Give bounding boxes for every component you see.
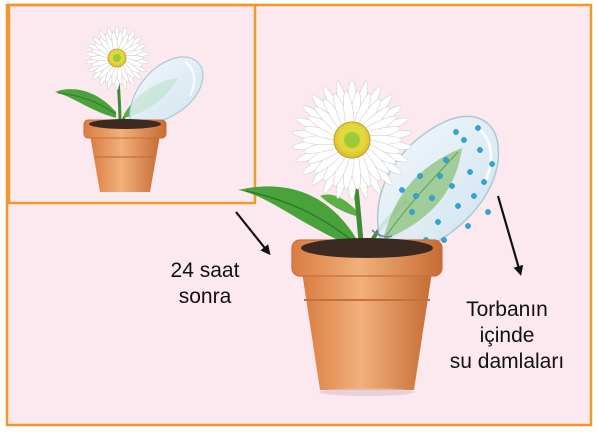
time-label-line-1: 24 saat <box>170 259 240 282</box>
leaf-inside-bag <box>384 148 462 240</box>
inset-frame <box>7 3 257 205</box>
water-droplet <box>429 195 435 201</box>
water-droplet <box>465 223 471 229</box>
large-daisy-flower <box>292 79 412 201</box>
water-droplet <box>471 193 477 199</box>
water-droplet <box>413 193 419 199</box>
small-pot-body <box>90 135 160 192</box>
large-left-leaf <box>238 186 356 248</box>
water-droplet <box>399 187 405 193</box>
small-left-leaf <box>55 89 116 118</box>
water-droplet <box>455 203 461 209</box>
small-soil <box>89 119 161 129</box>
water-droplet <box>467 169 473 175</box>
time-arrow <box>235 211 271 256</box>
water-droplet <box>481 179 487 185</box>
droplets-label-line-1: Torbanın <box>466 298 548 321</box>
droplets-label: Torbanın içinde su damlaları <box>432 297 582 375</box>
time-label-line-2: sonra <box>178 285 232 308</box>
water-droplet <box>417 173 423 179</box>
water-droplet <box>435 219 441 225</box>
water-droplet <box>485 209 491 215</box>
time-label: 24 saat sonra <box>150 258 260 310</box>
water-droplet <box>453 129 459 135</box>
water-droplet <box>449 183 455 189</box>
small-potted-plant <box>55 25 204 192</box>
large-potted-plant <box>238 79 500 396</box>
water-droplets <box>399 125 495 243</box>
water-droplet <box>477 147 483 153</box>
water-droplet <box>475 125 481 131</box>
water-droplet <box>409 209 415 215</box>
water-droplet <box>443 157 449 163</box>
water-droplet <box>437 173 443 179</box>
large-pot-body <box>302 272 432 390</box>
large-soil <box>301 238 433 258</box>
droplets-label-line-3: su damlaları <box>449 350 565 373</box>
water-droplet <box>461 137 467 143</box>
droplets-label-line-2: içinde <box>479 324 535 347</box>
droplets-arrow <box>496 195 524 276</box>
water-droplet <box>489 161 495 167</box>
water-droplet <box>441 237 447 243</box>
small-daisy-flower <box>85 25 149 91</box>
